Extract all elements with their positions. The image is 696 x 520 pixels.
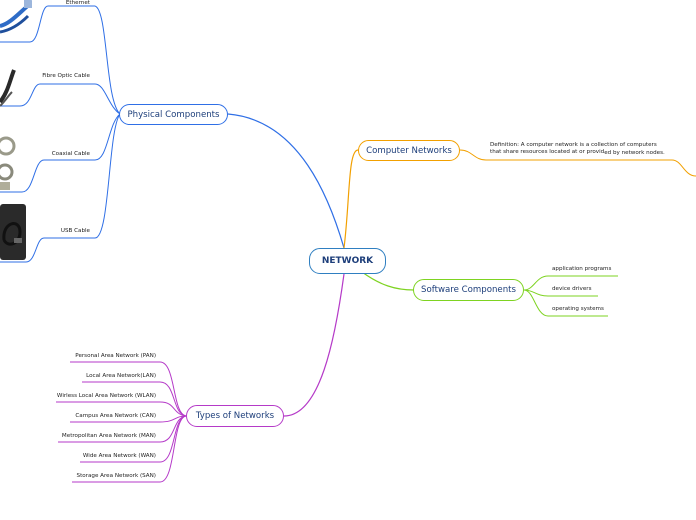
leaf-operating-systems[interactable]: operating systems	[552, 306, 604, 312]
leaf-wlan[interactable]: Wirless Local Area Network (WLAN)	[56, 393, 156, 399]
leaf-fibre-optic-cable[interactable]: Fibre Optic Cable	[42, 73, 90, 79]
branch-physical-components[interactable]: Physical Components	[119, 104, 228, 125]
ethernet-cable-image	[0, 0, 34, 38]
leaf-ethernet[interactable]: Ethernet	[65, 0, 90, 6]
leaf-man[interactable]: Metropolitan Area Network (MAN)	[61, 433, 156, 439]
leaf-lan[interactable]: Local Area Network(LAN)	[86, 373, 156, 379]
leaf-application-programs[interactable]: application programs	[552, 266, 612, 272]
central-node-network[interactable]: NETWORK	[309, 248, 386, 274]
branch-physical-label: Physical Components	[127, 109, 220, 120]
usb-cable-image	[0, 204, 26, 260]
leaf-can[interactable]: Campus Area Network (CAN)	[75, 413, 156, 419]
connector-computer	[343, 149, 359, 249]
leaf-coaxial-cable[interactable]: Coaxial Cable	[51, 151, 90, 157]
leaf-device-drivers[interactable]: device drivers	[552, 286, 592, 292]
connector-types	[283, 273, 345, 417]
definition-line-2: that share resources located at or provi…	[490, 149, 672, 156]
fibre-optic-cable-image	[0, 62, 18, 108]
branch-types-label: Types of Networks	[195, 411, 275, 421]
branch-types-of-networks[interactable]: Types of Networks	[186, 405, 284, 427]
leaf-pan[interactable]: Personal Area Network (PAN)	[75, 353, 156, 359]
central-node-label: NETWORK	[321, 256, 374, 266]
branch-software-label: Software Components	[421, 285, 516, 295]
branch-software-components[interactable]: Software Components	[413, 279, 524, 301]
definition-line-2a: that share resources located at or provi…	[490, 149, 605, 155]
connector-physical	[227, 113, 345, 249]
branch-computer-networks[interactable]: Computer Networks	[358, 140, 460, 161]
leaf-wan[interactable]: Wide Area Network (WAN)	[82, 453, 156, 459]
coaxial-cable-image	[0, 132, 18, 194]
branch-computer-label: Computer Networks	[366, 145, 452, 156]
computer-network-definition[interactable]: Definition: A computer network is a coll…	[490, 142, 672, 156]
leaf-san[interactable]: Storage Area Network (SAN)	[76, 473, 156, 479]
leaf-usb-cable[interactable]: USB Cable	[60, 228, 90, 234]
definition-line-1: Definition: A computer network is a coll…	[490, 142, 657, 148]
connector-software	[361, 271, 415, 291]
definition-line-2b: ed by network nodes.	[604, 150, 665, 156]
